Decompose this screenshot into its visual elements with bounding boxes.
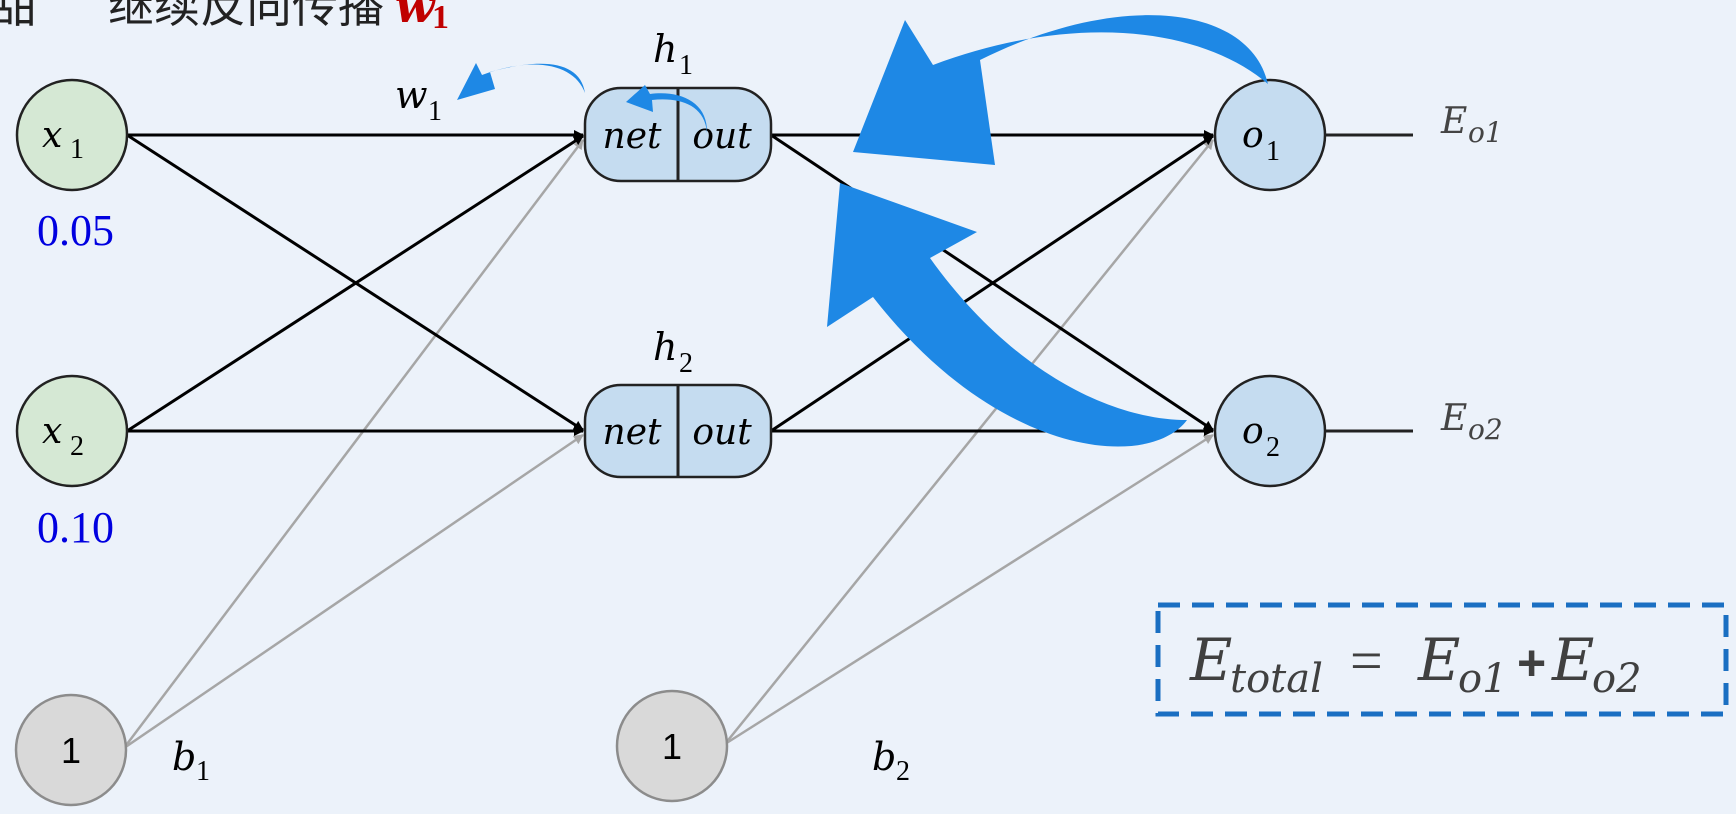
- node-x2-var: x: [42, 411, 62, 452]
- node-x1-sub: 1: [70, 134, 84, 165]
- x1-value: 0.05: [37, 206, 114, 255]
- node-bias1-circle: [14, 693, 128, 807]
- edge-x2-h1: [126, 134, 584, 433]
- node-x2-circle: [15, 374, 129, 488]
- total-t1-sub: o1: [1458, 656, 1508, 702]
- backprop-arrow-w1-icon: [457, 63, 585, 100]
- w1-var: w: [395, 73, 428, 117]
- node-h2-net: net: [603, 412, 662, 453]
- b1-var: b: [172, 735, 196, 779]
- title-highlight: w: [395, 0, 436, 33]
- node-bias2-label: 1: [662, 726, 682, 767]
- node-bias2-circle: [615, 689, 729, 803]
- node-x1: x 1: [15, 78, 129, 192]
- h2-label-var: h: [653, 325, 677, 369]
- error-o1-sub: o1: [1468, 116, 1503, 149]
- node-o2-var: o: [1242, 411, 1264, 452]
- backprop-arrow-h1-icon: [626, 85, 708, 133]
- backprop-arrows: [457, 15, 1268, 447]
- total-error-box: E total = E o1 + E o2: [1155, 602, 1729, 717]
- node-h1: net out: [583, 86, 773, 183]
- h1-label-sub: 1: [679, 50, 693, 81]
- title-highlight-sub: 1: [432, 0, 449, 36]
- node-o1-sub: 1: [1266, 136, 1280, 167]
- node-o1-circle: [1213, 78, 1327, 192]
- h1-label-var: h: [653, 27, 677, 71]
- x2-value: 0.10: [37, 503, 114, 552]
- bias-edges: [123, 139, 1214, 750]
- node-bias1: 1: [14, 693, 128, 807]
- total-lhs-sub: total: [1230, 656, 1323, 702]
- backprop-arrow-o2-icon: [827, 183, 1187, 447]
- b2-var: b: [872, 735, 896, 779]
- node-o2-circle: [1213, 374, 1327, 488]
- node-x2-sub: 2: [70, 431, 84, 462]
- node-bias2: 1: [615, 689, 729, 803]
- weight-edges: [126, 130, 1413, 436]
- node-h2-out: out: [692, 412, 752, 453]
- edge-b1-h2: [123, 433, 584, 750]
- node-o2-sub: 2: [1266, 432, 1280, 463]
- edge-b1-h1: [123, 139, 584, 749]
- node-o1-var: o: [1242, 115, 1264, 156]
- backprop-arrow-o1-icon: [853, 15, 1268, 165]
- total-eq: =: [1350, 628, 1383, 693]
- total-t2-var: E: [1551, 626, 1594, 694]
- error-o2-sub: o2: [1468, 413, 1503, 446]
- node-x2: x 2: [15, 374, 129, 488]
- node-o1: o 1: [1213, 78, 1327, 192]
- slide-title: 甜 继续反向传播 w 1: [0, 0, 449, 36]
- total-lhs-var: E: [1189, 626, 1232, 694]
- error-o1-var: E: [1440, 101, 1467, 142]
- h2-label-sub: 2: [679, 348, 693, 379]
- node-o2: o 2: [1213, 374, 1327, 488]
- total-plus: +: [1517, 635, 1546, 691]
- node-h1-net: net: [603, 116, 662, 157]
- total-error-border: [1155, 602, 1729, 717]
- b1-sub: 1: [196, 756, 210, 787]
- total-t1-var: E: [1417, 626, 1460, 694]
- node-bias1-label: 1: [61, 730, 81, 771]
- w1-sub: 1: [428, 96, 442, 127]
- node-h1-out: out: [692, 116, 752, 157]
- total-t2-sub: o2: [1592, 656, 1642, 702]
- b2-sub: 2: [896, 756, 910, 787]
- error-o2-var: E: [1440, 398, 1467, 439]
- node-x1-circle: [15, 78, 129, 192]
- edge-h2-o1: [770, 134, 1214, 433]
- node-h2: net out: [583, 383, 773, 479]
- node-x1-var: x: [42, 115, 62, 156]
- title-prefix: 甜: [0, 0, 38, 32]
- edge-b2-o2: [724, 433, 1214, 746]
- edge-b2-o1: [724, 139, 1214, 745]
- title-text: 继续反向传播: [108, 0, 384, 32]
